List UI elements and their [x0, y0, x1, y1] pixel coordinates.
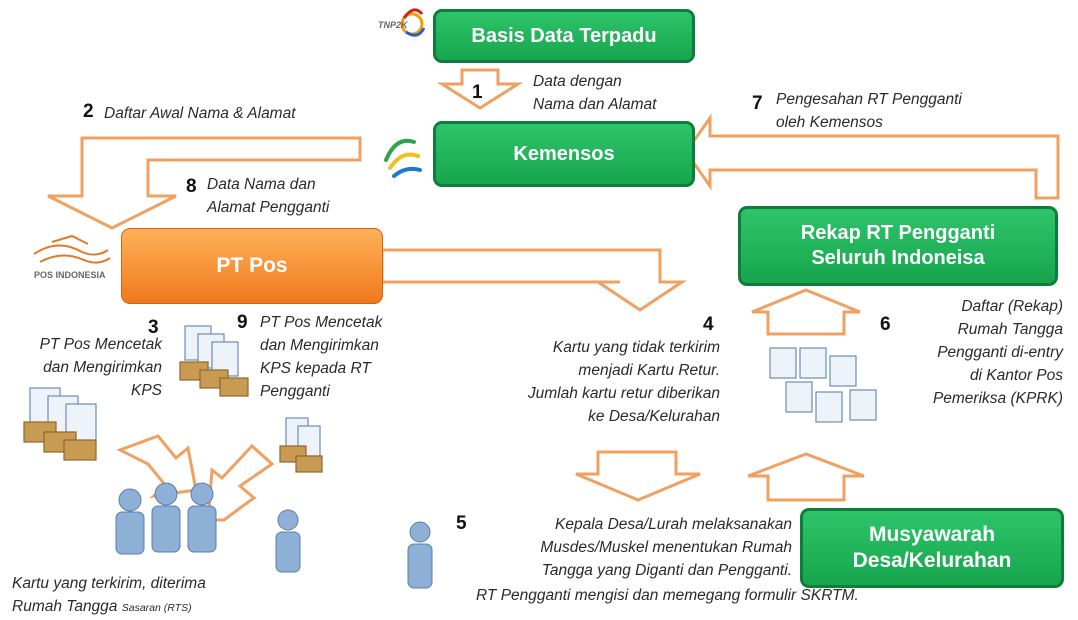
step-5-number: 5	[456, 513, 467, 534]
arrow-4-down	[575, 450, 701, 502]
kemensos-box: Kemensos	[433, 121, 695, 187]
step-9-number: 9	[237, 312, 248, 333]
step-4-number: 4	[703, 314, 714, 335]
arrow-9-diag	[206, 443, 275, 522]
rekap-line-2: Seluruh Indoneisa	[811, 247, 985, 269]
arrow-5-up	[747, 452, 865, 502]
step-7-number: 7	[752, 93, 763, 114]
pos-indonesia-logo-text: POS INDONESIA	[34, 270, 106, 280]
step-2-label: Daftar Awal Nama & Alamat	[104, 105, 296, 122]
pt-pos-box: PT Pos	[121, 228, 383, 304]
pos-indonesia-logo-icon	[33, 234, 111, 264]
step-8-number: 8	[186, 176, 197, 197]
step-1-number: 1	[472, 82, 483, 103]
musyawarah-line-1: Musyawarah	[868, 522, 996, 546]
arrow-4	[380, 248, 687, 312]
basis-data-terpadu-box: Basis Data Terpadu	[433, 9, 695, 63]
musyawarah-box: Musyawarah Desa/Kelurahan	[800, 508, 1064, 588]
tnp2k-logo-icon	[400, 8, 426, 37]
arrow-7	[684, 113, 1060, 200]
rts-caption: Kartu yang terkirim, diterima Rumah Tang…	[12, 575, 206, 615]
arrow-6-up	[751, 288, 861, 336]
arrow-2	[47, 136, 362, 230]
kemensos-logo-icon	[384, 138, 422, 178]
arrow-1	[436, 68, 524, 110]
rekap-line-1: Rekap RT Pengganti	[800, 222, 996, 244]
musyawarah-line-2: Desa/Kelurahan	[852, 549, 1012, 572]
people-icons	[115, 482, 433, 589]
rts-caption-main: Rumah Tangga	[12, 598, 118, 615]
step-6-number: 6	[880, 314, 891, 335]
rekap-rt-pengganti-box: Rekap RT Pengganti Seluruh Indoneisa	[738, 206, 1058, 286]
step-3-number: 3	[148, 317, 159, 338]
rts-caption-small: Sasaran (RTS)	[121, 602, 192, 614]
tnp2k-logo-text: TNP2K	[378, 20, 408, 30]
document-stack-icons	[23, 325, 877, 473]
step-5-label-skrtm: RT Pengganti mengisi dan memegang formul…	[476, 587, 859, 604]
step-2-number: 2	[83, 101, 94, 122]
